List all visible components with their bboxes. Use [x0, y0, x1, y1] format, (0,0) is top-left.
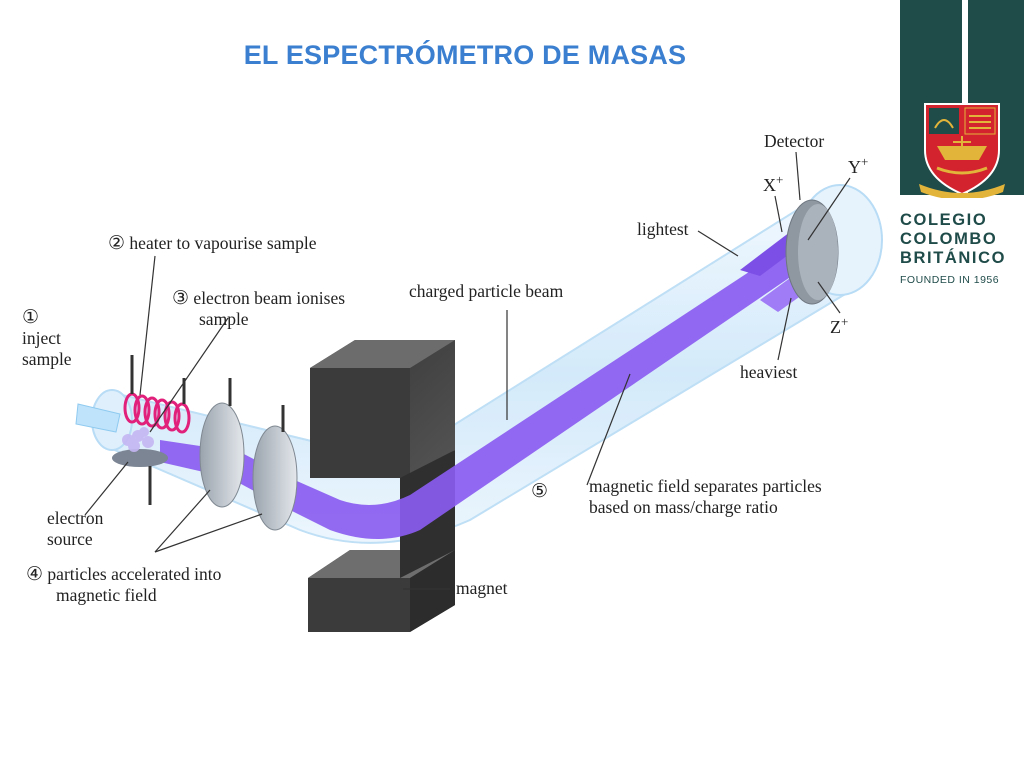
step5-number: ⑤ — [531, 481, 549, 502]
accelerator-plate-2 — [252, 425, 298, 531]
brand-name-line-1: COLEGIO — [900, 211, 988, 229]
accelerator-plate-1 — [199, 402, 245, 508]
ion-x-label: X+ — [763, 172, 784, 195]
step1-line2: sample — [22, 349, 72, 369]
brand-name-line-3: BRITÁNICO — [900, 249, 1007, 267]
ion-beam — [160, 245, 808, 539]
lightest-label: lightest — [637, 219, 689, 239]
electron-source-plate — [112, 449, 168, 467]
heaviest-label: heaviest — [740, 362, 798, 382]
charged-particle-beam-label: charged particle beam — [409, 281, 564, 301]
step4-label: ④ particles accelerated into magnetic fi… — [26, 564, 222, 605]
electron-source-label: electron source — [47, 508, 104, 549]
step3-label: ③ electron beam ionises sample — [172, 288, 346, 329]
mass-spectrometer-diagram — [75, 151, 883, 632]
brand-name-line-2: COLOMBO — [900, 230, 998, 248]
detector-label: Detector — [764, 131, 825, 151]
step1-label: ① inject sample — [22, 307, 72, 369]
ion-y-label: Y+ — [848, 154, 869, 177]
school-brand: COLEGIO COLOMBO BRITÁNICO FOUNDED IN 195… — [900, 0, 1024, 300]
slide-title: EL ESPECTRÓMETRO DE MASAS — [243, 40, 687, 70]
inject-nozzle — [75, 403, 121, 433]
magnetic-field-label: magnetic field separates particles based… — [589, 476, 822, 517]
step2-label: ② heater to vapourise sample — [108, 233, 317, 254]
ion-z-label: Z+ — [830, 314, 849, 337]
step1-line1: inject — [22, 328, 61, 348]
magnet-label: magnet — [456, 578, 508, 598]
school-crest-icon — [919, 103, 1005, 198]
brand-stripe — [900, 0, 1024, 195]
brand-founded: FOUNDED IN 1956 — [900, 274, 1000, 286]
sample-cloud — [122, 427, 154, 452]
